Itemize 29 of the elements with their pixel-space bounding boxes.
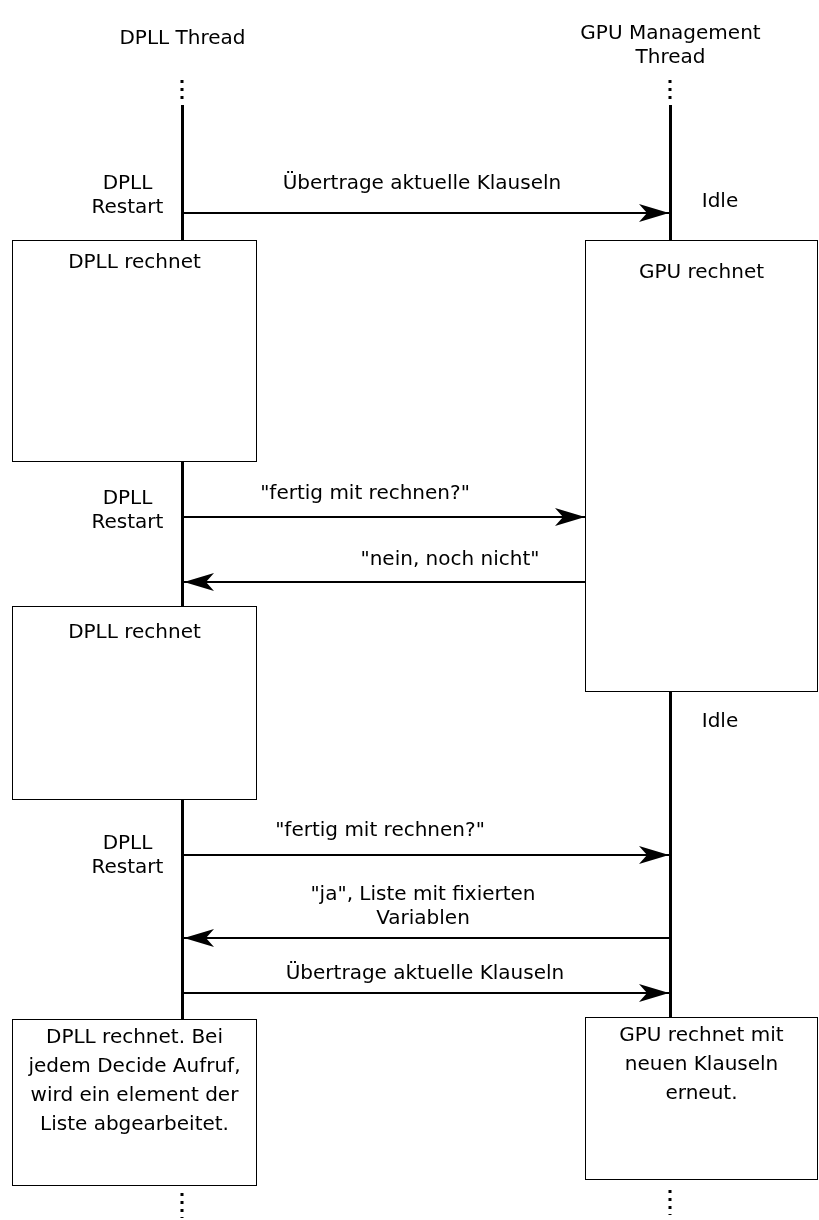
activity-text: DPLL rechnet. Bei jedem Decide Aufruf, wird ein element der Liste abgearbeitet.	[27, 1023, 242, 1137]
activity-box	[12, 240, 257, 462]
message-label: "fertig mit rechnen?"	[274, 817, 486, 841]
state-label: DPLL Restart	[90, 170, 165, 218]
message-label: "ja", Liste mit fixierten Variablen	[309, 881, 537, 929]
activity-box	[585, 1017, 818, 1180]
state-label: DPLL Restart	[90, 485, 165, 533]
state-label: DPLL Restart	[90, 830, 165, 878]
activity-box	[12, 606, 257, 800]
message-label: "fertig mit rechnen?"	[259, 480, 471, 504]
message-label: "nein, noch nicht"	[359, 546, 541, 570]
message-label: Übertrage aktuelle Klauseln	[281, 170, 563, 194]
message-label: Übertrage aktuelle Klauseln	[284, 960, 566, 984]
arrow	[183, 929, 670, 947]
arrow	[183, 846, 670, 864]
activity-box	[585, 240, 818, 692]
activity-text: DPLL rechnet	[67, 248, 202, 275]
arrow	[183, 573, 586, 591]
state-label: Idle	[700, 708, 740, 732]
arrow	[183, 204, 670, 222]
lifeline-title: DPLL Thread	[118, 25, 247, 49]
activity-text: GPU rechnet	[637, 258, 766, 285]
arrow	[183, 508, 586, 526]
arrow	[183, 984, 670, 1002]
lifeline-title: GPU Management Thread	[579, 20, 762, 68]
activity-box	[12, 1019, 257, 1186]
activity-text: DPLL rechnet	[67, 618, 202, 645]
activity-text: GPU rechnet mit neuen Klauseln erneut.	[618, 1021, 785, 1106]
state-label: Idle	[700, 188, 740, 212]
